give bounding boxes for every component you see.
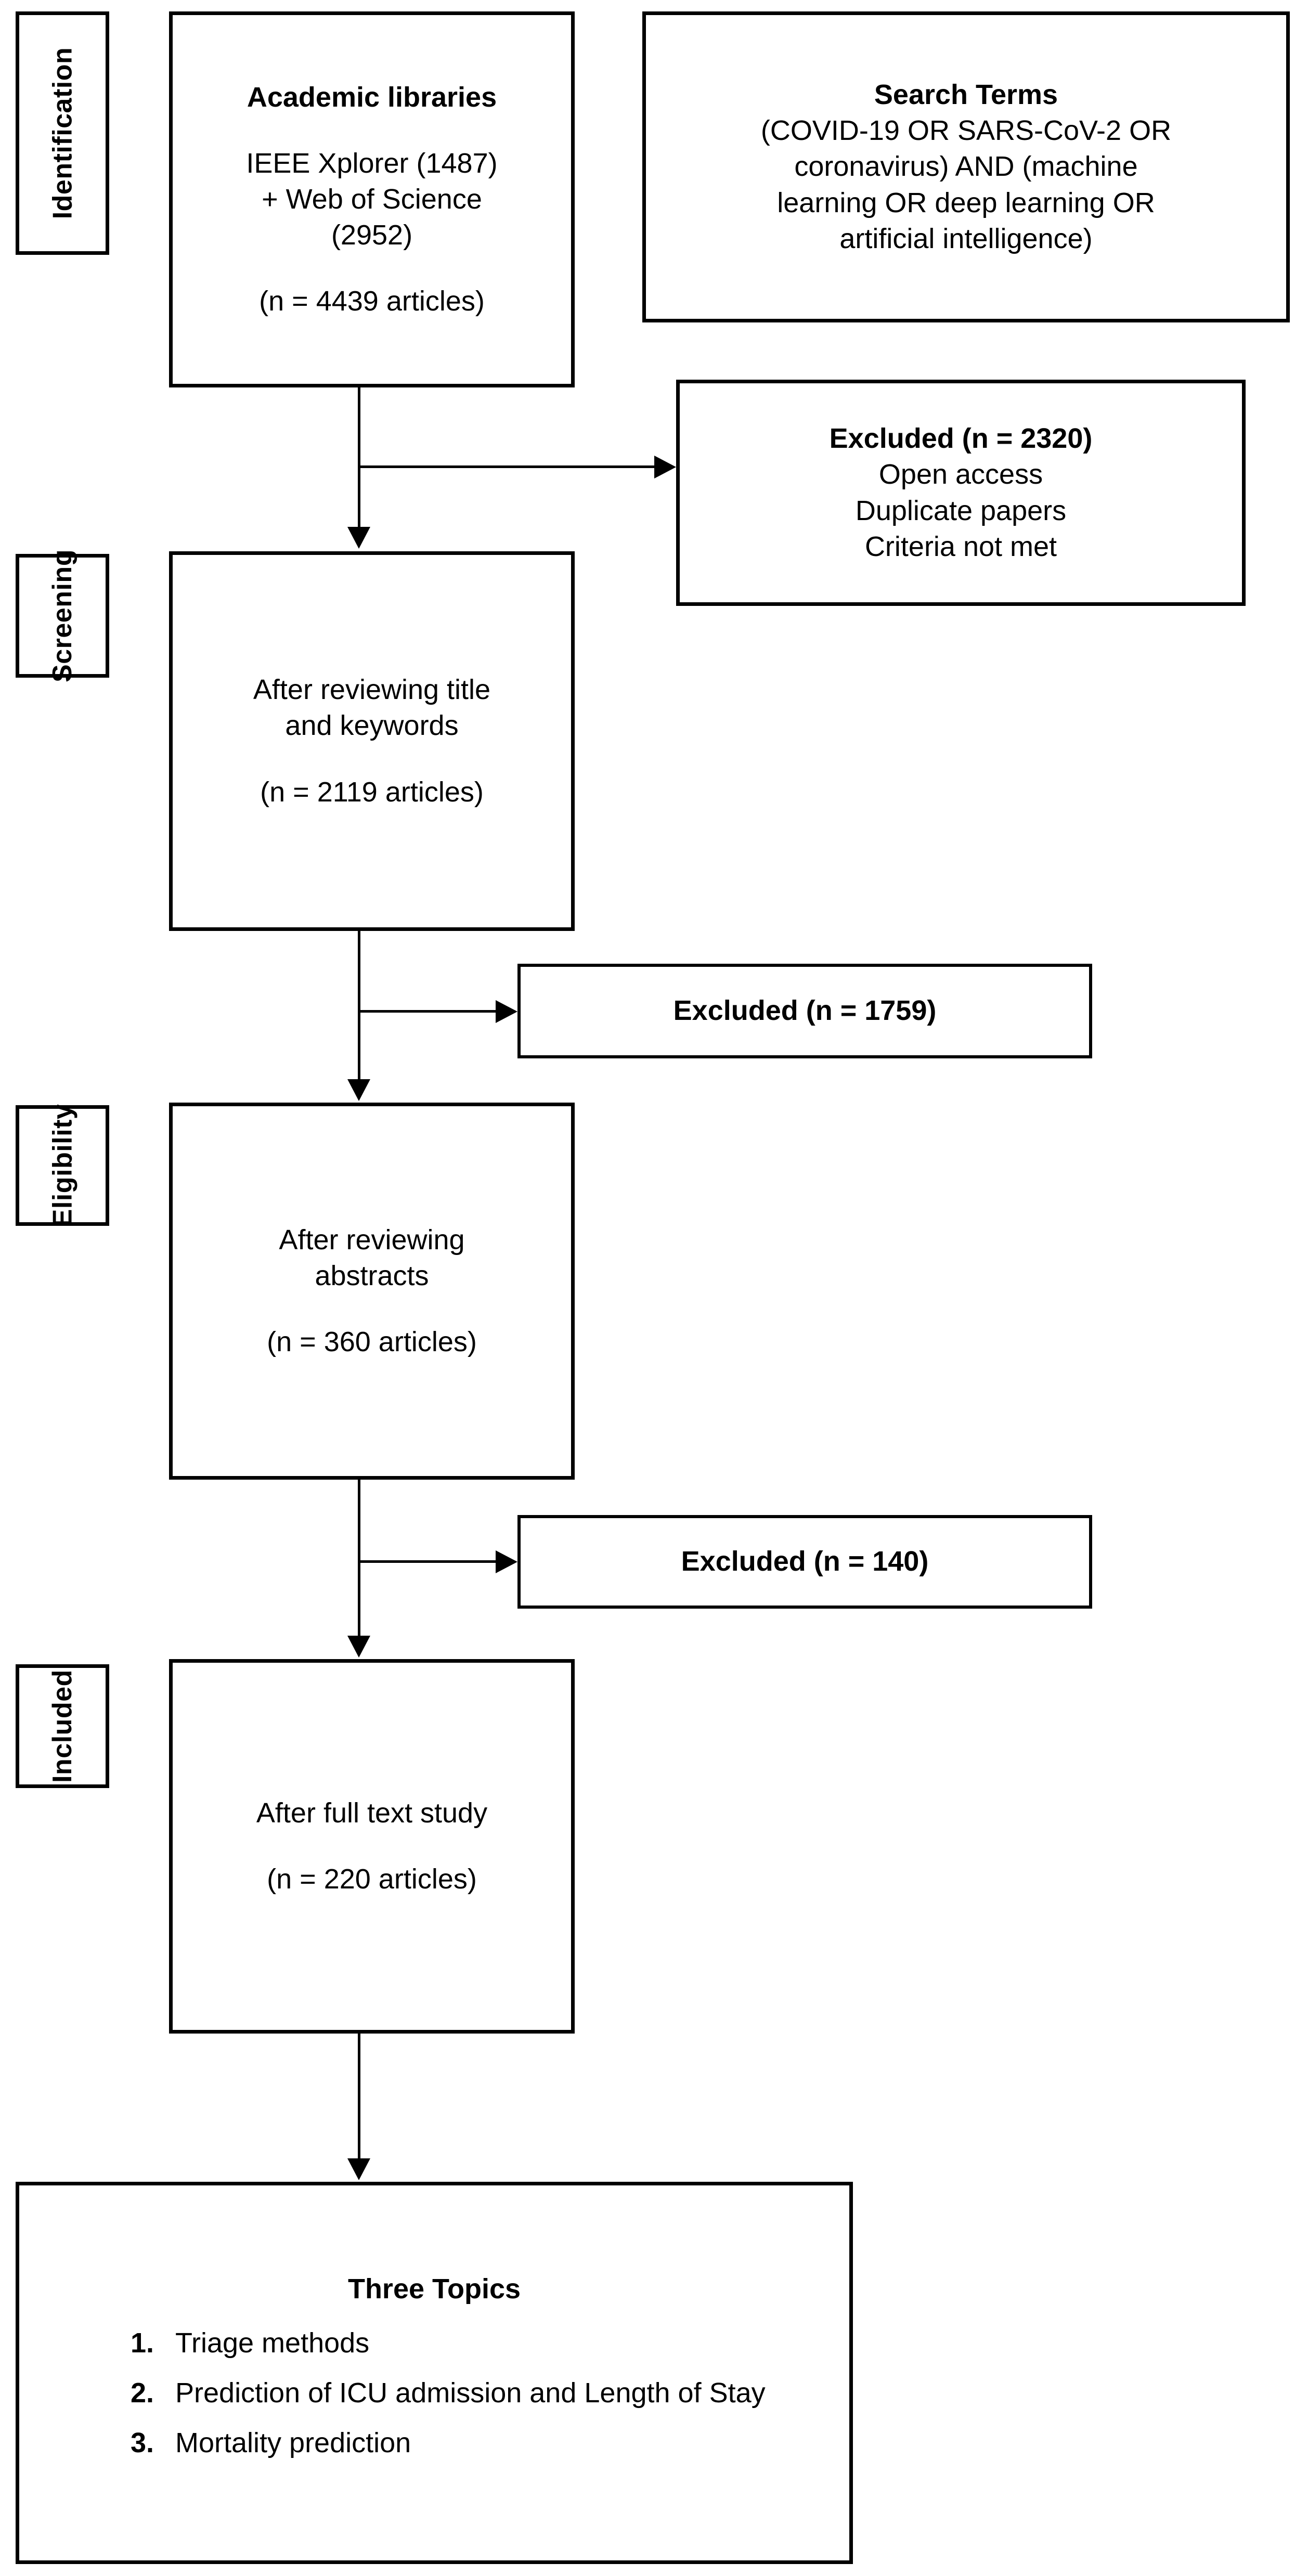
stage-box-eligibility: Eligibility xyxy=(16,1104,109,1227)
connector-to-excluded-2320-arrow xyxy=(654,456,676,478)
identification-box: Academic libraries IEEE Xplorer (1487) +… xyxy=(169,11,575,387)
search-terms-line-3: learning OR deep learning OR xyxy=(777,187,1155,218)
included-box: After full text study (n = 220 articles) xyxy=(169,1659,575,2034)
three-topics-box: Three Topics 1. Triage methods 2. Predic… xyxy=(16,2182,853,2564)
stage-label-screening: Screening xyxy=(47,549,78,682)
identification-heading: Academic libraries xyxy=(247,81,497,113)
identification-source-line-1: IEEE Xplorer (1487) xyxy=(246,147,498,179)
connector-identification-to-screening-line xyxy=(358,387,360,527)
eligibility-count: (n = 360 articles) xyxy=(267,1326,477,1358)
screening-line-2: and keywords xyxy=(285,710,459,742)
excluded-box-1759: Excluded (n = 1759) xyxy=(517,964,1092,1058)
excluded-1759-heading: Excluded (n = 1759) xyxy=(673,995,937,1027)
topic-item-1: 1. Triage methods xyxy=(131,2325,802,2361)
screening-box: After reviewing title and keywords (n = … xyxy=(169,551,575,931)
stage-box-identification: Identification xyxy=(16,11,109,255)
search-terms-line-1: (COVID-19 OR SARS-CoV-2 OR xyxy=(760,115,1172,147)
screening-line-1: After reviewing title xyxy=(253,674,491,706)
connector-to-excluded-1759-line xyxy=(359,1010,497,1013)
connector-screening-to-eligibility-line xyxy=(358,931,360,1079)
stage-box-screening: Screening xyxy=(16,549,109,682)
stage-box-included: Included xyxy=(16,1664,109,1788)
included-line-1: After full text study xyxy=(256,1797,488,1829)
three-topics-heading: Three Topics xyxy=(347,2273,521,2305)
topic-text-2: Prediction of ICU admission and Length o… xyxy=(175,2377,766,2409)
three-topics-list: 1. Triage methods 2. Prediction of ICU a… xyxy=(19,2325,849,2475)
topic-item-2: 2. Prediction of ICU admission and Lengt… xyxy=(131,2375,802,2411)
connector-eligibility-to-included-line xyxy=(358,1480,360,1636)
connector-identification-to-screening-arrow xyxy=(347,527,370,549)
excluded-box-2320: Excluded (n = 2320) Open access Duplicat… xyxy=(676,380,1246,606)
identification-source-line-2: + Web of Science xyxy=(262,183,482,215)
excluded-2320-reason-2: Duplicate papers xyxy=(855,495,1067,526)
topic-number-2: 2. xyxy=(131,2377,154,2409)
stage-label-identification: Identification xyxy=(47,47,77,219)
search-terms-box: Search Terms (COVID-19 OR SARS-CoV-2 OR … xyxy=(642,11,1290,322)
stage-label-eligibility: Eligibility xyxy=(47,1104,78,1227)
connector-to-excluded-140-line xyxy=(359,1560,497,1563)
identification-count: (n = 4439 articles) xyxy=(259,286,485,317)
excluded-2320-reason-1: Open access xyxy=(878,459,1043,490)
excluded-140-heading: Excluded (n = 140) xyxy=(681,1546,929,1577)
excluded-box-140: Excluded (n = 140) xyxy=(517,1515,1092,1609)
identification-source-line-3: (2952) xyxy=(331,219,413,251)
search-terms-line-4: artificial intelligence) xyxy=(839,223,1093,254)
eligibility-line-1: After reviewing xyxy=(279,1224,465,1255)
connector-screening-to-eligibility-arrow xyxy=(347,1079,370,1101)
excluded-2320-heading: Excluded (n = 2320) xyxy=(829,423,1093,455)
search-terms-heading: Search Terms xyxy=(874,79,1058,111)
connector-to-excluded-140-arrow xyxy=(496,1550,517,1573)
connector-to-excluded-1759-arrow xyxy=(496,1000,517,1023)
topic-number-1: 1. xyxy=(131,2327,154,2359)
stage-label-included: Included xyxy=(47,1669,78,1783)
eligibility-box: After reviewing abstracts (n = 360 artic… xyxy=(169,1103,575,1480)
connector-included-to-topics-line xyxy=(358,2034,360,2158)
included-count: (n = 220 articles) xyxy=(267,1863,477,1895)
topic-text-3: Mortality prediction xyxy=(175,2427,411,2459)
connector-included-to-topics-arrow xyxy=(347,2158,370,2180)
excluded-2320-reason-3: Criteria not met xyxy=(864,530,1057,562)
screening-count: (n = 2119 articles) xyxy=(260,776,484,808)
connector-to-excluded-2320-line xyxy=(359,465,655,468)
search-terms-line-2: coronavirus) AND (machine xyxy=(794,151,1138,183)
topic-number-3: 3. xyxy=(131,2427,154,2459)
topic-text-1: Triage methods xyxy=(175,2327,370,2359)
connector-eligibility-to-included-arrow xyxy=(347,1636,370,1658)
topic-item-3: 3. Mortality prediction xyxy=(131,2425,802,2461)
eligibility-line-2: abstracts xyxy=(315,1260,429,1291)
